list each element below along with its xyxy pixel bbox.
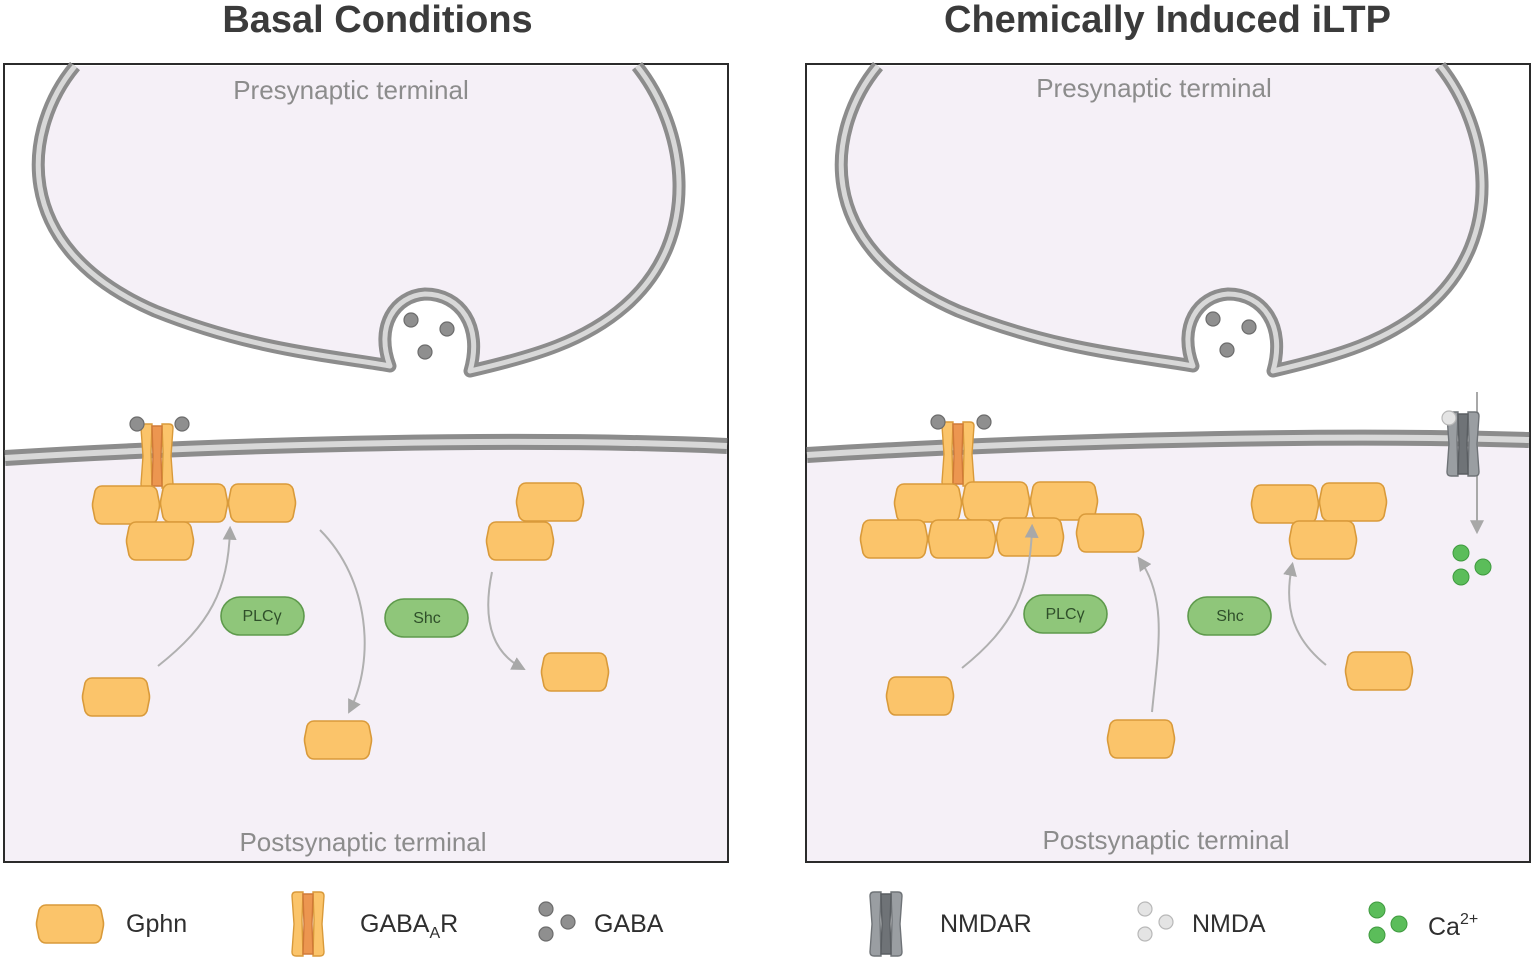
gphn-free [1344,651,1414,691]
legend-calcium: Ca2+ [1368,901,1478,944]
legend-gabaar: GABAAR [291,891,458,957]
arrow-disperse [319,529,366,714]
gphn-cluster-unit [927,519,997,559]
presynaptic-label: Presynaptic terminal [233,75,469,105]
legend-gaba-label: GABA [594,910,664,938]
gphn-cluster-unit [485,521,555,561]
gaba-bound [129,416,145,432]
gphn-cluster-unit [1288,520,1358,560]
gaba-molecule [403,312,419,328]
arrow-recruit [1283,561,1327,666]
legend-nmdar-label: NMDAR [940,910,1032,938]
gphn-free [81,677,151,717]
gaba-legend-icon [538,901,554,917]
calcium-ion [1452,568,1470,586]
shc-label: Shc [413,610,441,627]
postsynaptic-label: Postsynaptic terminal [239,827,486,857]
calcium-legend-icon [1368,901,1386,919]
gphn-cluster-unit [515,482,585,522]
arrow-recruit [157,525,237,667]
gaba-molecule [439,321,455,337]
gphn-cluster-unit [159,483,229,523]
gaba-bound [174,416,190,432]
plcg-label: PLCγ [242,608,281,625]
legend-gphn: Gphn [35,904,187,944]
legend-nmdar: NMDAR [869,891,1032,957]
gaba-molecule [1219,342,1235,358]
shc-enzyme: Shc [1187,596,1272,636]
gabaar-receptor [941,421,975,487]
legend-gphn-label: Gphn [126,910,187,938]
legend-nmda-label: NMDA [1192,910,1266,938]
gabaar-receptor [140,423,174,489]
legend-gaba: GABA [538,901,664,942]
panel-iltp: Presynaptic terminal Postsynaptic termin… [805,64,1531,863]
shc-label: Shc [1216,608,1244,625]
panel-basal: Presynaptic terminal Postsynaptic termin… [3,64,729,863]
gphn-free [885,676,955,716]
gphn-cluster-unit [1075,513,1145,553]
calcium-ion [1474,558,1492,576]
nmda-legend-icon [1137,901,1153,917]
gphn-cluster-unit [961,481,1031,521]
calcium-ion [1452,544,1470,562]
arrow-recruit [1137,556,1160,713]
gphn-cluster-unit [125,521,195,561]
legend: Gphn GABAAR GABA NMDAR NMDA Ca2+ [35,891,1478,957]
gphn-cluster-unit [91,485,161,525]
gabaar-legend-icon [291,891,325,957]
plcg-enzyme: PLCγ [220,596,305,636]
postsynaptic-label: Postsynaptic terminal [1042,825,1289,855]
gaba-bound [976,414,992,430]
legend-nmda: NMDA [1137,901,1266,942]
gphn-cluster-unit [1250,484,1320,524]
panel-title-basal: Basal Conditions [222,0,533,41]
panel-title-iltp: Chemically Induced iLTP [944,0,1391,41]
gphn-free [303,720,373,760]
gphn-free [1106,719,1176,759]
legend-gabaar-label: GABAAR [360,910,458,942]
arrow-recruit [961,523,1039,669]
nmdar-legend-icon [869,891,903,957]
arrow-disperse [487,571,526,670]
gaba-molecule [1241,319,1257,335]
gaba-molecule [417,344,433,360]
plcg-label: PLCγ [1045,606,1084,623]
plcg-enzyme: PLCγ [1023,594,1108,634]
gphn-cluster-unit [1318,482,1388,522]
gphn-legend-icon [35,904,105,944]
gphn-cluster-unit [893,483,963,523]
gaba-bound [930,414,946,430]
nmda-bound [1441,410,1457,426]
gphn-cluster-unit [859,519,929,559]
gaba-molecule [1205,311,1221,327]
shc-enzyme: Shc [384,598,469,638]
gphn-cluster-unit [227,483,297,523]
gphn-free [540,652,610,692]
presynaptic-label: Presynaptic terminal [1036,73,1272,103]
legend-calcium-label: Ca2+ [1428,911,1478,941]
